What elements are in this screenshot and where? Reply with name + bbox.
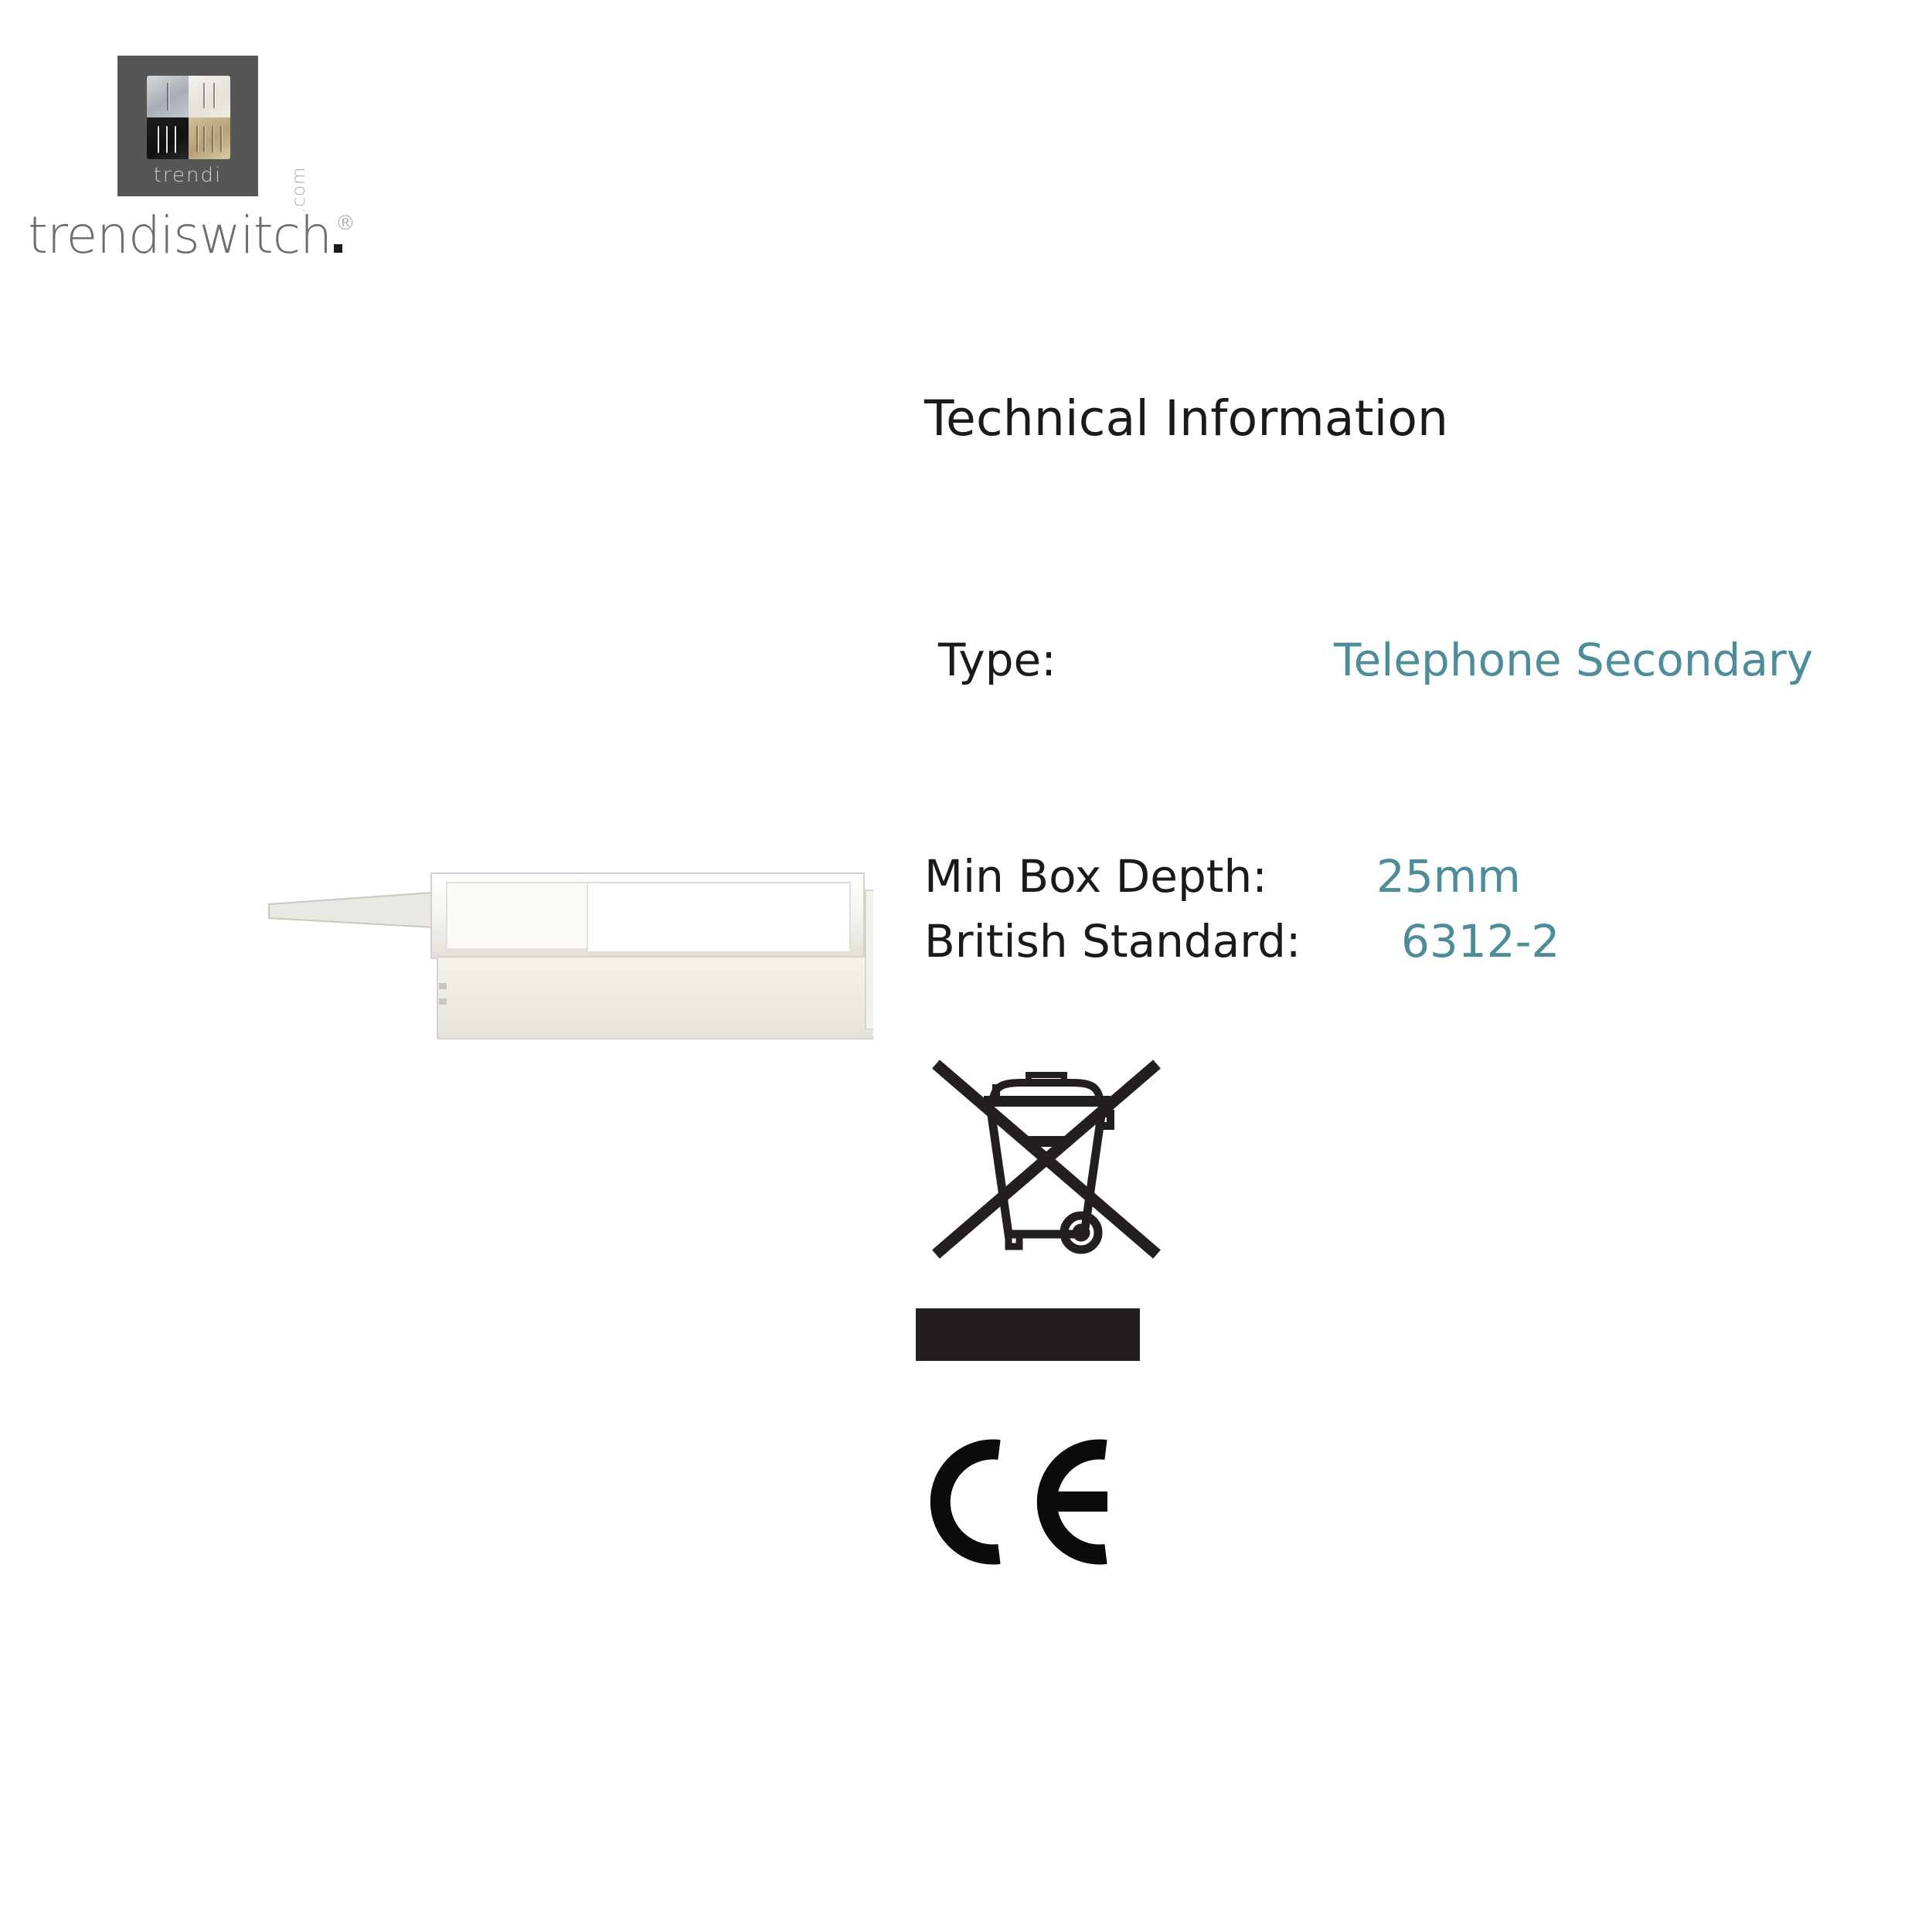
switch-line (220, 125, 223, 153)
switch-line (213, 82, 216, 109)
brand-wordmark-text: trendiswitch (28, 210, 342, 261)
spec-pairs-list: Min Box Depth: 25mm British Standard: 63… (924, 854, 1929, 984)
spec-label-british-standard: British Standard: (924, 915, 1301, 968)
brand-logo-block: trendi trendiswitch .com ® (0, 0, 433, 309)
ce-conformity-mark-icon (930, 1439, 1107, 1565)
logo-quadrant-black-switch-plate (147, 117, 189, 159)
switch-line (158, 125, 160, 154)
logo-quadrant-white-switch-plate (189, 76, 230, 117)
trendi-logo-tile: trendi (117, 56, 258, 196)
technical-information-panel: Technical Information Type: Telephone Se… (924, 390, 1929, 964)
switch-line (167, 82, 168, 111)
telephone-module-assembly (268, 872, 873, 1039)
logo-quadrant-grid (147, 76, 230, 159)
brand-wordmark-name: trendiswitch (28, 206, 332, 265)
switch-line (174, 125, 176, 154)
switch-line (203, 125, 206, 153)
switch-line (212, 125, 214, 153)
switch-line (165, 125, 168, 154)
logo-quadrant-silver-switch-plate (147, 76, 189, 117)
spec-value-min-box-depth: 25mm (1376, 850, 1521, 903)
registered-trademark-icon: ® (335, 212, 355, 235)
spec-row-min-box-depth: Min Box Depth: 25mm (924, 854, 1929, 919)
product-side-view-image (255, 309, 873, 1700)
spec-label-min-box-depth: Min Box Depth: (924, 850, 1267, 903)
switch-line (196, 125, 198, 153)
spec-label-type: Type: (938, 634, 1056, 686)
weee-black-bar (916, 1308, 1140, 1361)
spec-row-british-standard: British Standard: 6312-2 (924, 919, 1929, 984)
weee-crossed-out-wheelie-bin-icon (932, 1060, 1161, 1259)
compliance-marks-block (916, 1024, 1240, 1570)
spec-value-british-standard: 6312-2 (1401, 915, 1560, 968)
logo-tile-label: trendi (153, 164, 223, 187)
page-title: Technical Information (924, 390, 1449, 447)
brand-wordmark-dot (333, 244, 342, 253)
logo-quadrant-gold-switch-plate (189, 117, 230, 159)
brand-wordmark: trendiswitch .com ® (28, 167, 355, 272)
brand-wordmark-com: .com (289, 166, 309, 213)
spec-value-type: Telephone Secondary (1334, 634, 1814, 686)
switch-line (203, 82, 206, 109)
